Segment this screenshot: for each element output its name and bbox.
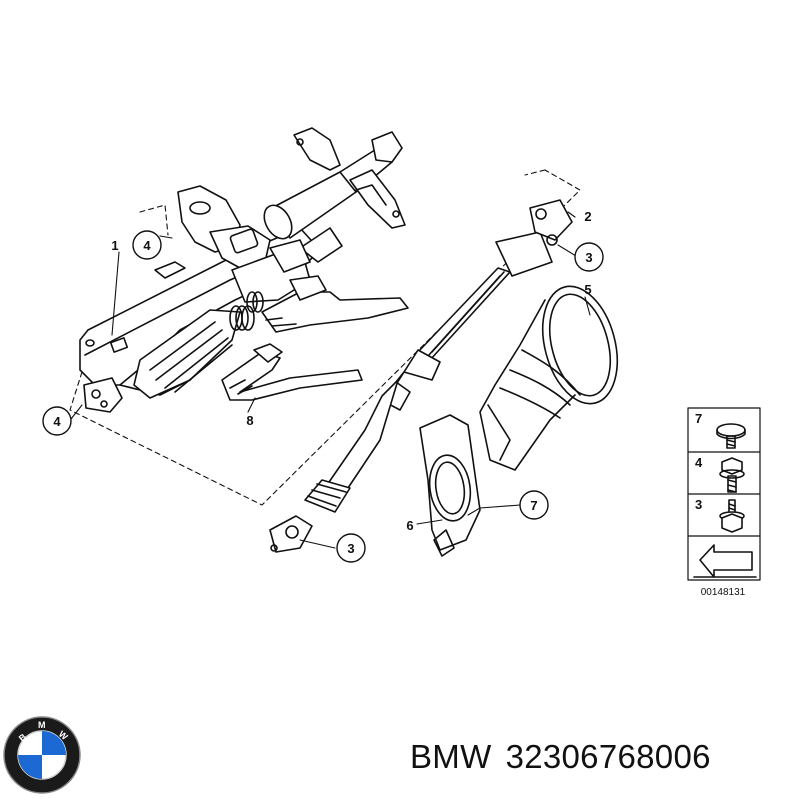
part-number: 32306768006: [505, 738, 711, 775]
assembly-dashed-outline: [69, 169, 581, 506]
callout-2: 2: [584, 209, 591, 224]
leader-lines: [70, 211, 591, 549]
callout-7: 7: [530, 498, 537, 513]
torx-bolt-icon: [716, 423, 746, 449]
spring-coils: [229, 291, 264, 331]
legend-label-3: 3: [695, 497, 702, 512]
callout-4-left: 4: [53, 414, 61, 429]
adjustment-lever: [261, 275, 409, 333]
callout-3-lower: 3: [347, 541, 354, 556]
callout-4-top: 4: [143, 238, 151, 253]
callout-1: 1: [111, 238, 118, 253]
callout-6: 6: [406, 518, 413, 533]
intermediate-shaft: [269, 199, 573, 553]
callout-3-upper: 3: [585, 250, 592, 265]
callout-5: 5: [584, 282, 591, 297]
legend-label-4: 4: [695, 455, 703, 470]
callout-8: 8: [246, 413, 253, 428]
sealing-sleeve-part-5: [479, 285, 619, 471]
upper-column-tube: [263, 127, 406, 273]
bmw-logo-letter-b: B: [17, 731, 29, 743]
callout-circles: [42, 230, 604, 563]
part-caption: BMW 32306768006: [410, 738, 790, 776]
grommet-plate-part-6: [419, 414, 481, 557]
direction-arrow-icon: [693, 544, 757, 578]
drawing-number: 00148131: [701, 587, 746, 598]
bmw-logo: B M W: [3, 716, 81, 794]
legend-label-7: 7: [695, 411, 702, 426]
brand-name: BMW: [410, 738, 492, 775]
lever-clip-part-8: [221, 343, 363, 401]
hex-flange-bolt-icon: [719, 457, 745, 493]
bmw-logo-letter-m: M: [38, 720, 46, 730]
hex-flange-bolt-icon: [719, 499, 745, 533]
